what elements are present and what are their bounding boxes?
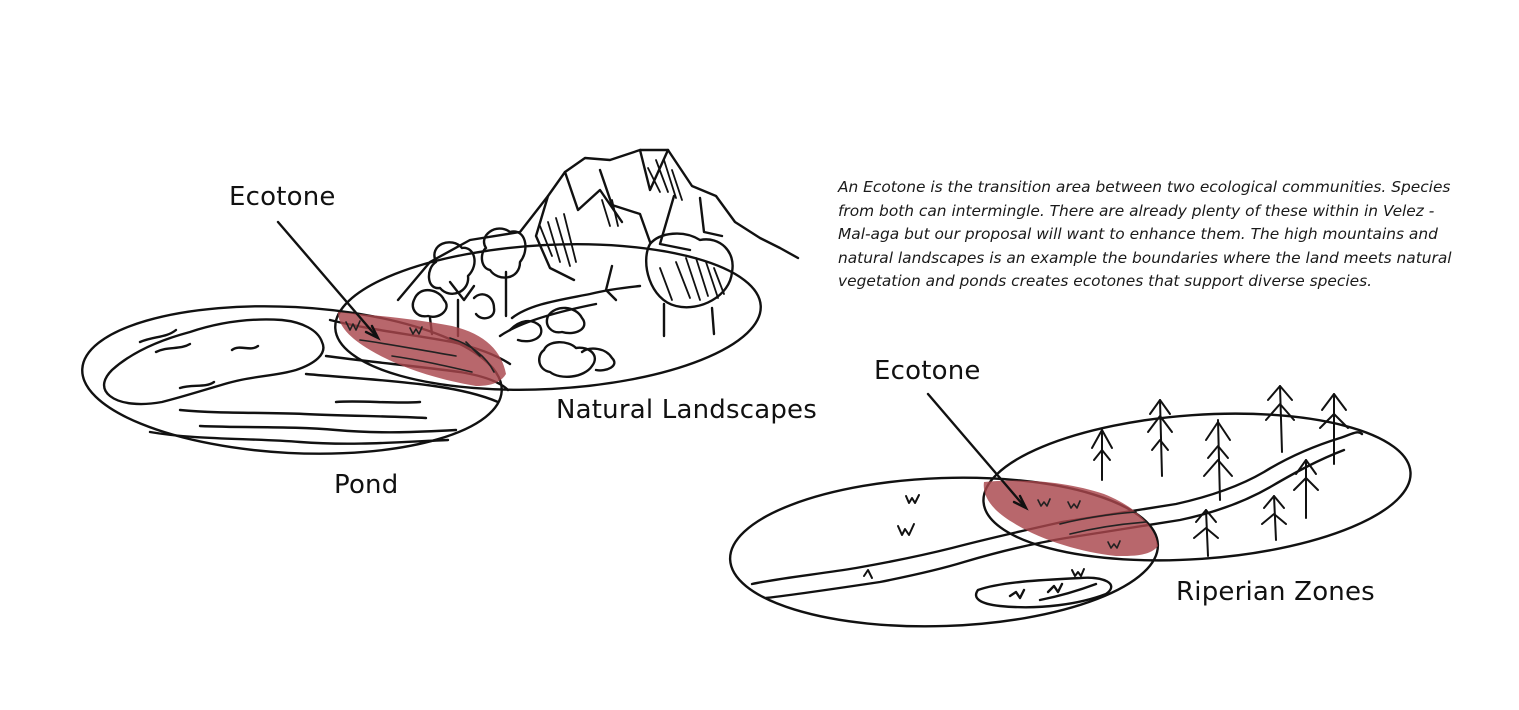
lowland-ellipse [728,476,1160,628]
left-ecotone-label: Ecotone [229,182,336,212]
natural-landscapes-label: Natural Landscapes [556,395,817,425]
left-ecotone-arrow [276,220,381,341]
pond-label: Pond [334,470,399,500]
riparian-trees [1091,385,1349,557]
bushes-and-stream [498,284,642,378]
right-ecotone-arrow [926,392,1029,511]
right-ecotone-marks [1037,498,1147,549]
right-ecotone-highlight [983,480,1158,556]
forest-trees [411,227,734,338]
grass-marks [863,494,1085,579]
left-ecotone-highlight [338,312,506,386]
riperian-zones-label: Riperian Zones [1176,577,1375,607]
riperian-zones-ellipse [982,412,1412,562]
natural-landscapes-ellipse [334,243,762,391]
mountains-sketch [396,148,800,302]
ecotone-description: An Ecotone is the transition area betwee… [838,178,1452,291]
left-ecotone-marks [345,320,495,373]
pond-ellipse [81,305,503,455]
right-ecotone-label: Ecotone [874,356,981,386]
